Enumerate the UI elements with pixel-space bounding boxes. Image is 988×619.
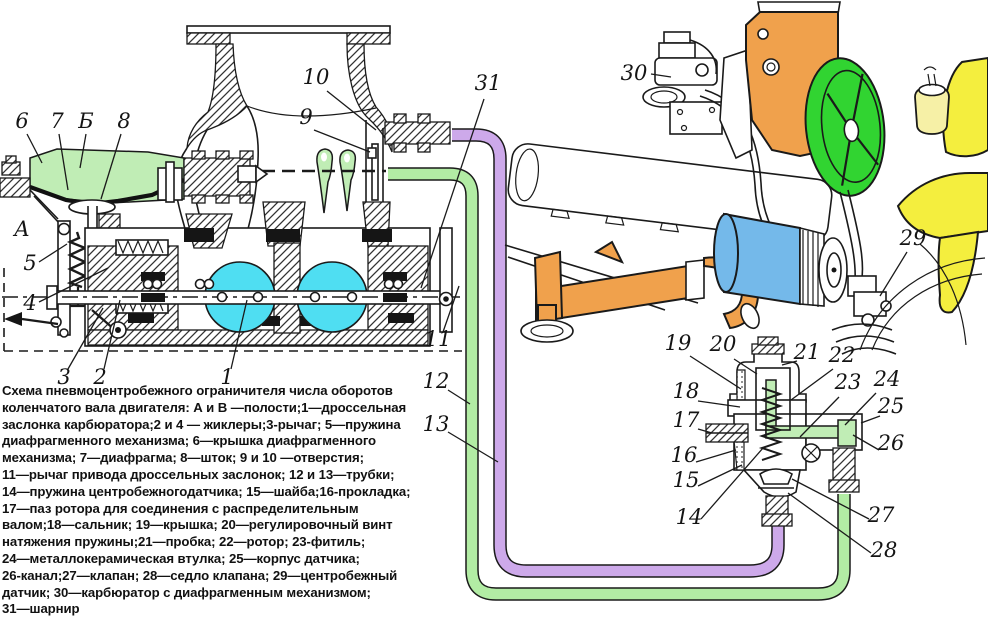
leader-line-23: [799, 396, 840, 438]
oil-filter: [713, 212, 848, 307]
callout-22: 22: [828, 343, 856, 367]
callout-16: 16: [671, 443, 698, 467]
legend-line: 26-канал;27—клапан; 28—седло клапана; 29…: [2, 567, 398, 583]
callout-31: 31: [475, 71, 502, 95]
legend-line: заслонка карбюратора;2 и 4 — жиклеры;3-р…: [2, 416, 401, 432]
callout-21: 21: [793, 340, 821, 364]
legend-line: Схема пневмоцентробежного ограничителя ч…: [2, 383, 393, 398]
callout-24: 24: [873, 367, 901, 391]
leader-line-10: [326, 90, 377, 131]
leader-line-25: [860, 415, 881, 424]
leader-line-28: [787, 492, 872, 554]
leader-line-8: [100, 133, 122, 200]
leader-line-27: [791, 478, 870, 520]
leader-line-21: [781, 360, 798, 366]
callout-4: 4: [22, 291, 36, 315]
callout-19: 19: [665, 331, 692, 355]
callout-29: 29: [899, 226, 927, 250]
leader-line-11: [442, 285, 460, 333]
sensor-section-view: [705, 336, 863, 527]
legend-line: датчик; 30—карбюратор с диафрагменным ме…: [2, 584, 371, 600]
leader-line-14: [700, 447, 764, 520]
legend-line: 14—пружина центробежногодатчика; 15—шайб…: [2, 483, 411, 499]
callout-23: 23: [834, 370, 862, 394]
legend-line: 31—шарнир: [2, 601, 80, 617]
legend-line: 24—металлокерамическая втулка; 25—корпус…: [2, 550, 360, 566]
callout-3: 3: [57, 365, 70, 389]
leader-line-3: [67, 307, 104, 370]
leader-line-13: [447, 431, 499, 463]
callout-26: 26: [877, 431, 905, 455]
callout-6: 6: [15, 109, 28, 133]
engine-view: [504, 1, 988, 355]
callout-15: 15: [673, 468, 700, 492]
callout-18: 18: [673, 379, 700, 403]
callout-5: 5: [23, 251, 36, 275]
callout-Б: Б: [77, 109, 93, 133]
leader-line-15: [697, 464, 743, 487]
legend-line: валом;18—сальник; 19—крышка; 20—регулиро…: [2, 517, 393, 533]
callout-7: 7: [50, 109, 64, 133]
callout-10: 10: [303, 65, 330, 89]
leader-line-7: [58, 133, 69, 191]
leader-line-9: [313, 129, 371, 153]
callout-30: 30: [621, 61, 648, 85]
legend-line: механизма; 7—диафрагма; 8—шток; 9 и 10 —…: [2, 450, 364, 466]
pulley: [804, 57, 886, 197]
callout-20: 20: [709, 332, 737, 356]
fan: [896, 56, 988, 314]
carburetor-section-view: [0, 25, 462, 352]
callout-1: 1: [220, 365, 233, 389]
leader-line-22: [790, 368, 834, 401]
leader-line-18: [697, 400, 741, 408]
callout-14: 14: [676, 505, 703, 529]
callout-A: A: [12, 217, 29, 241]
legend-line: диафрагменного механизма; 6—крышка диафр…: [2, 433, 377, 449]
callout-27: 27: [867, 503, 895, 527]
leader-line-29: [879, 251, 908, 297]
leader-line-4: [38, 267, 109, 303]
leader-line-19: [689, 355, 742, 390]
callout-12: 12: [423, 369, 450, 393]
leader-line-26: [852, 434, 880, 451]
leader-line-17: [697, 428, 713, 434]
leader-line-1: [230, 299, 248, 370]
leader-line-6: [26, 133, 43, 164]
callout-2: 2: [92, 365, 106, 389]
legend-line: 11—рычаг привода дроссельных заслонок; 1…: [2, 466, 395, 482]
callout-17: 17: [673, 408, 700, 432]
callout-28: 28: [870, 538, 898, 562]
callout-8: 8: [117, 109, 130, 133]
legend-line: коленчатого вала двигателя: А и В —полос…: [2, 399, 407, 415]
callout-25: 25: [877, 394, 905, 418]
legend-line: натяжения пружины;21—пробка; 22—ротор; 2…: [2, 534, 366, 550]
leader-line-16: [695, 449, 737, 463]
leader-line-30: [650, 73, 672, 78]
callout-9: 9: [299, 105, 312, 129]
callout-13: 13: [423, 412, 450, 436]
leader-line-5: [38, 243, 68, 263]
tube-13-purple: [452, 128, 785, 578]
legend-line: 17—паз ротора для соединения с распредел…: [2, 500, 359, 516]
leader-line-24: [844, 392, 877, 426]
legend: Схема пневмоцентробежного ограничителя ч…: [2, 383, 432, 618]
leader-line-31: [420, 98, 485, 289]
leader-line-20: [733, 358, 758, 375]
callout-11: 11: [425, 327, 452, 351]
leader-line-2: [103, 299, 121, 370]
leader-line-12: [447, 389, 471, 405]
tube-12-green: [388, 167, 851, 601]
leader-line-Б: [79, 133, 87, 169]
